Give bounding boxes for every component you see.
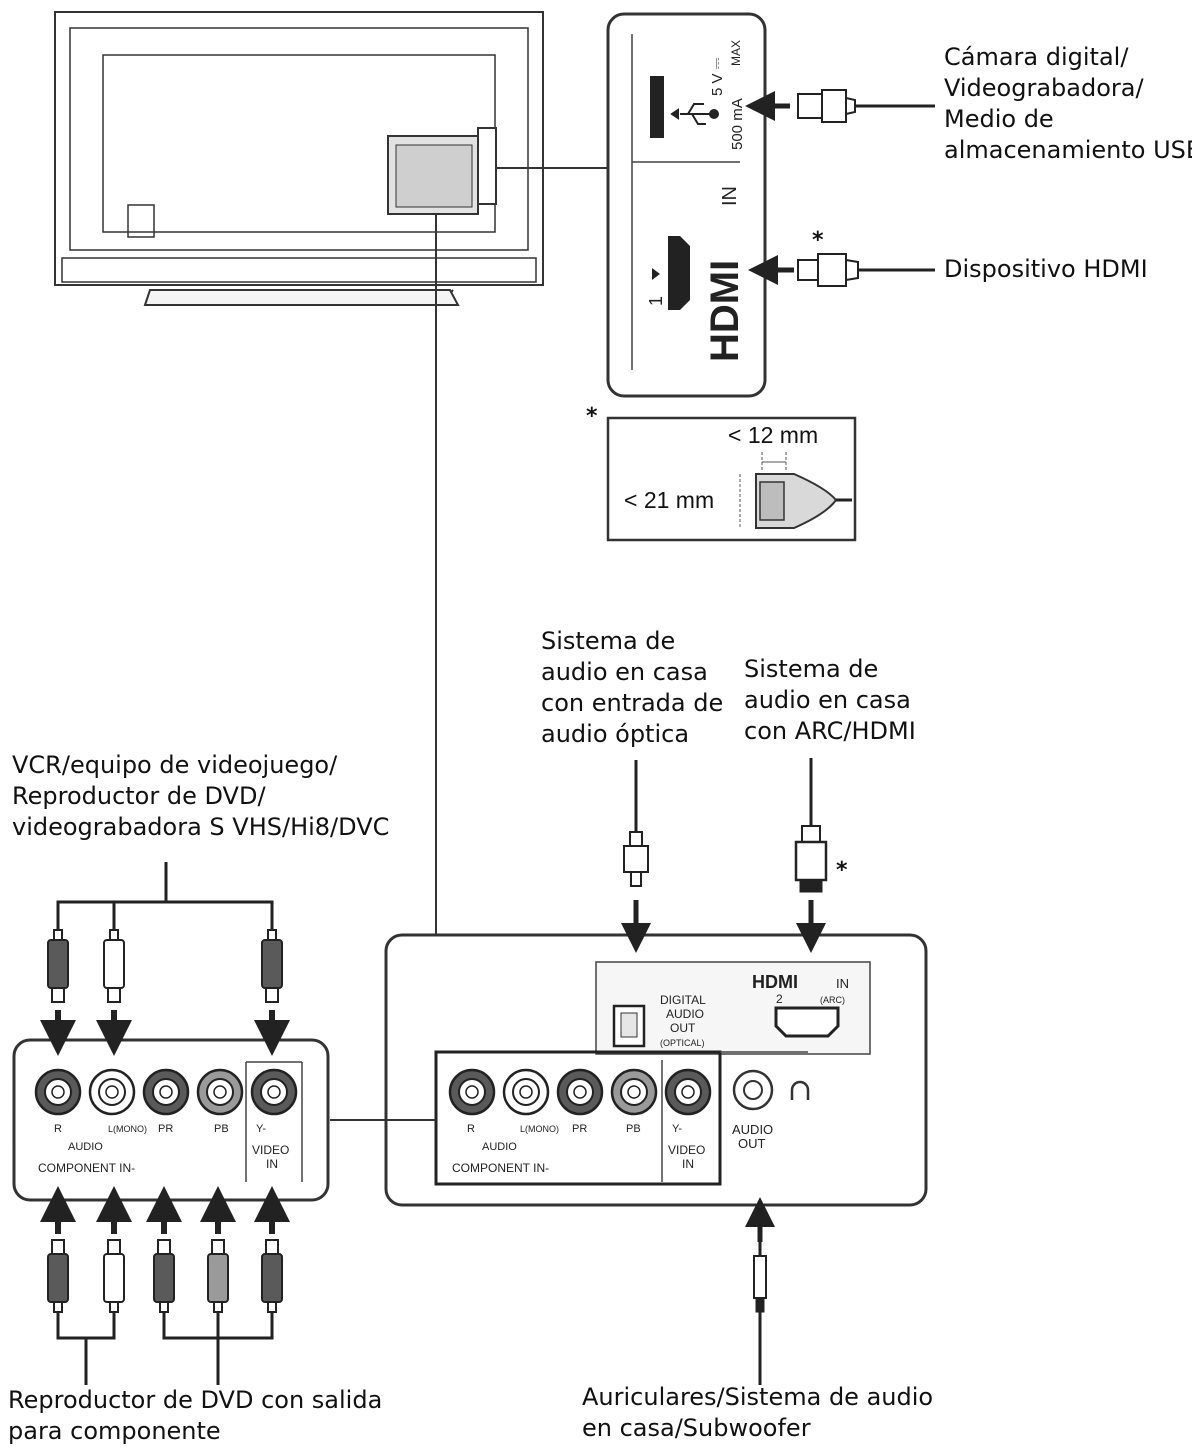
jack-r-left bbox=[34, 1068, 82, 1116]
component-plug-y bbox=[254, 1186, 290, 1313]
tv-back-illustration bbox=[54, 11, 544, 306]
jack-pb-right bbox=[610, 1068, 658, 1116]
composite-cable-bracket bbox=[56, 862, 274, 930]
rear-connector-panel bbox=[330, 933, 928, 1207]
plug-width-label: < 12 mm bbox=[728, 422, 819, 448]
usb-cable bbox=[745, 89, 935, 123]
component-player-label: Reproductor de DVD con salida para compo… bbox=[8, 1386, 383, 1445]
arc-system-label: Sistema de audio en casa con ARC/HDMI bbox=[744, 655, 916, 745]
hdmi-port-1 bbox=[652, 236, 690, 310]
usb-devices-label: Cámara digital/ Videograbadora/ Medio de… bbox=[944, 43, 1192, 164]
component-plug-l bbox=[96, 1186, 132, 1313]
jack-pb-left bbox=[196, 1068, 244, 1116]
component-plug-pr bbox=[146, 1186, 182, 1313]
asterisk-hdmi-side: * bbox=[812, 228, 824, 253]
left-connector-panel bbox=[12, 1038, 330, 1202]
usb-port bbox=[650, 76, 664, 138]
component-cable-bracket bbox=[56, 1312, 274, 1385]
optical-system-label: Sistema de audio en casa con entrada de … bbox=[541, 627, 724, 748]
jack-l-right bbox=[502, 1068, 550, 1116]
hdmi-device-label: Dispositivo HDMI bbox=[944, 255, 1148, 283]
plug-size-box bbox=[606, 416, 857, 542]
jack-y-left bbox=[250, 1068, 298, 1116]
jack-l-left bbox=[88, 1068, 136, 1116]
headphones-label: Auriculares/Sistema de audio en casa/Sub… bbox=[582, 1383, 934, 1442]
headphone-icon bbox=[790, 1080, 810, 1100]
rca-plugs bbox=[40, 929, 290, 1313]
usb-icon bbox=[670, 103, 719, 125]
hdmi-arc-cable bbox=[794, 758, 828, 953]
plug-height-label: < 21 mm bbox=[624, 487, 715, 513]
side-connector-panel bbox=[495, 12, 767, 398]
component-plug-r bbox=[40, 1186, 76, 1313]
optical-cable bbox=[621, 760, 651, 953]
jack-y-right bbox=[664, 1068, 712, 1116]
component-jacks-right bbox=[448, 1068, 712, 1116]
headphone-cable bbox=[745, 1197, 775, 1385]
jack-pr-right bbox=[556, 1068, 604, 1116]
asterisk-arc: * bbox=[836, 858, 848, 883]
jack-r-right bbox=[448, 1068, 496, 1116]
component-plug-pb bbox=[200, 1186, 236, 1313]
composite-plug-l bbox=[96, 929, 132, 1056]
asterisk-size-box: * bbox=[586, 404, 598, 429]
composite-plug-video bbox=[254, 929, 290, 1056]
component-jacks-left bbox=[34, 1068, 298, 1116]
hdmi-port-2 bbox=[774, 1006, 840, 1038]
composite-devices-label: VCR/equipo de videojuego/ Reproductor de… bbox=[12, 751, 390, 841]
composite-plug-r bbox=[40, 929, 76, 1056]
hdmi-cable-side bbox=[748, 253, 935, 287]
jack-pr-left bbox=[142, 1068, 190, 1116]
